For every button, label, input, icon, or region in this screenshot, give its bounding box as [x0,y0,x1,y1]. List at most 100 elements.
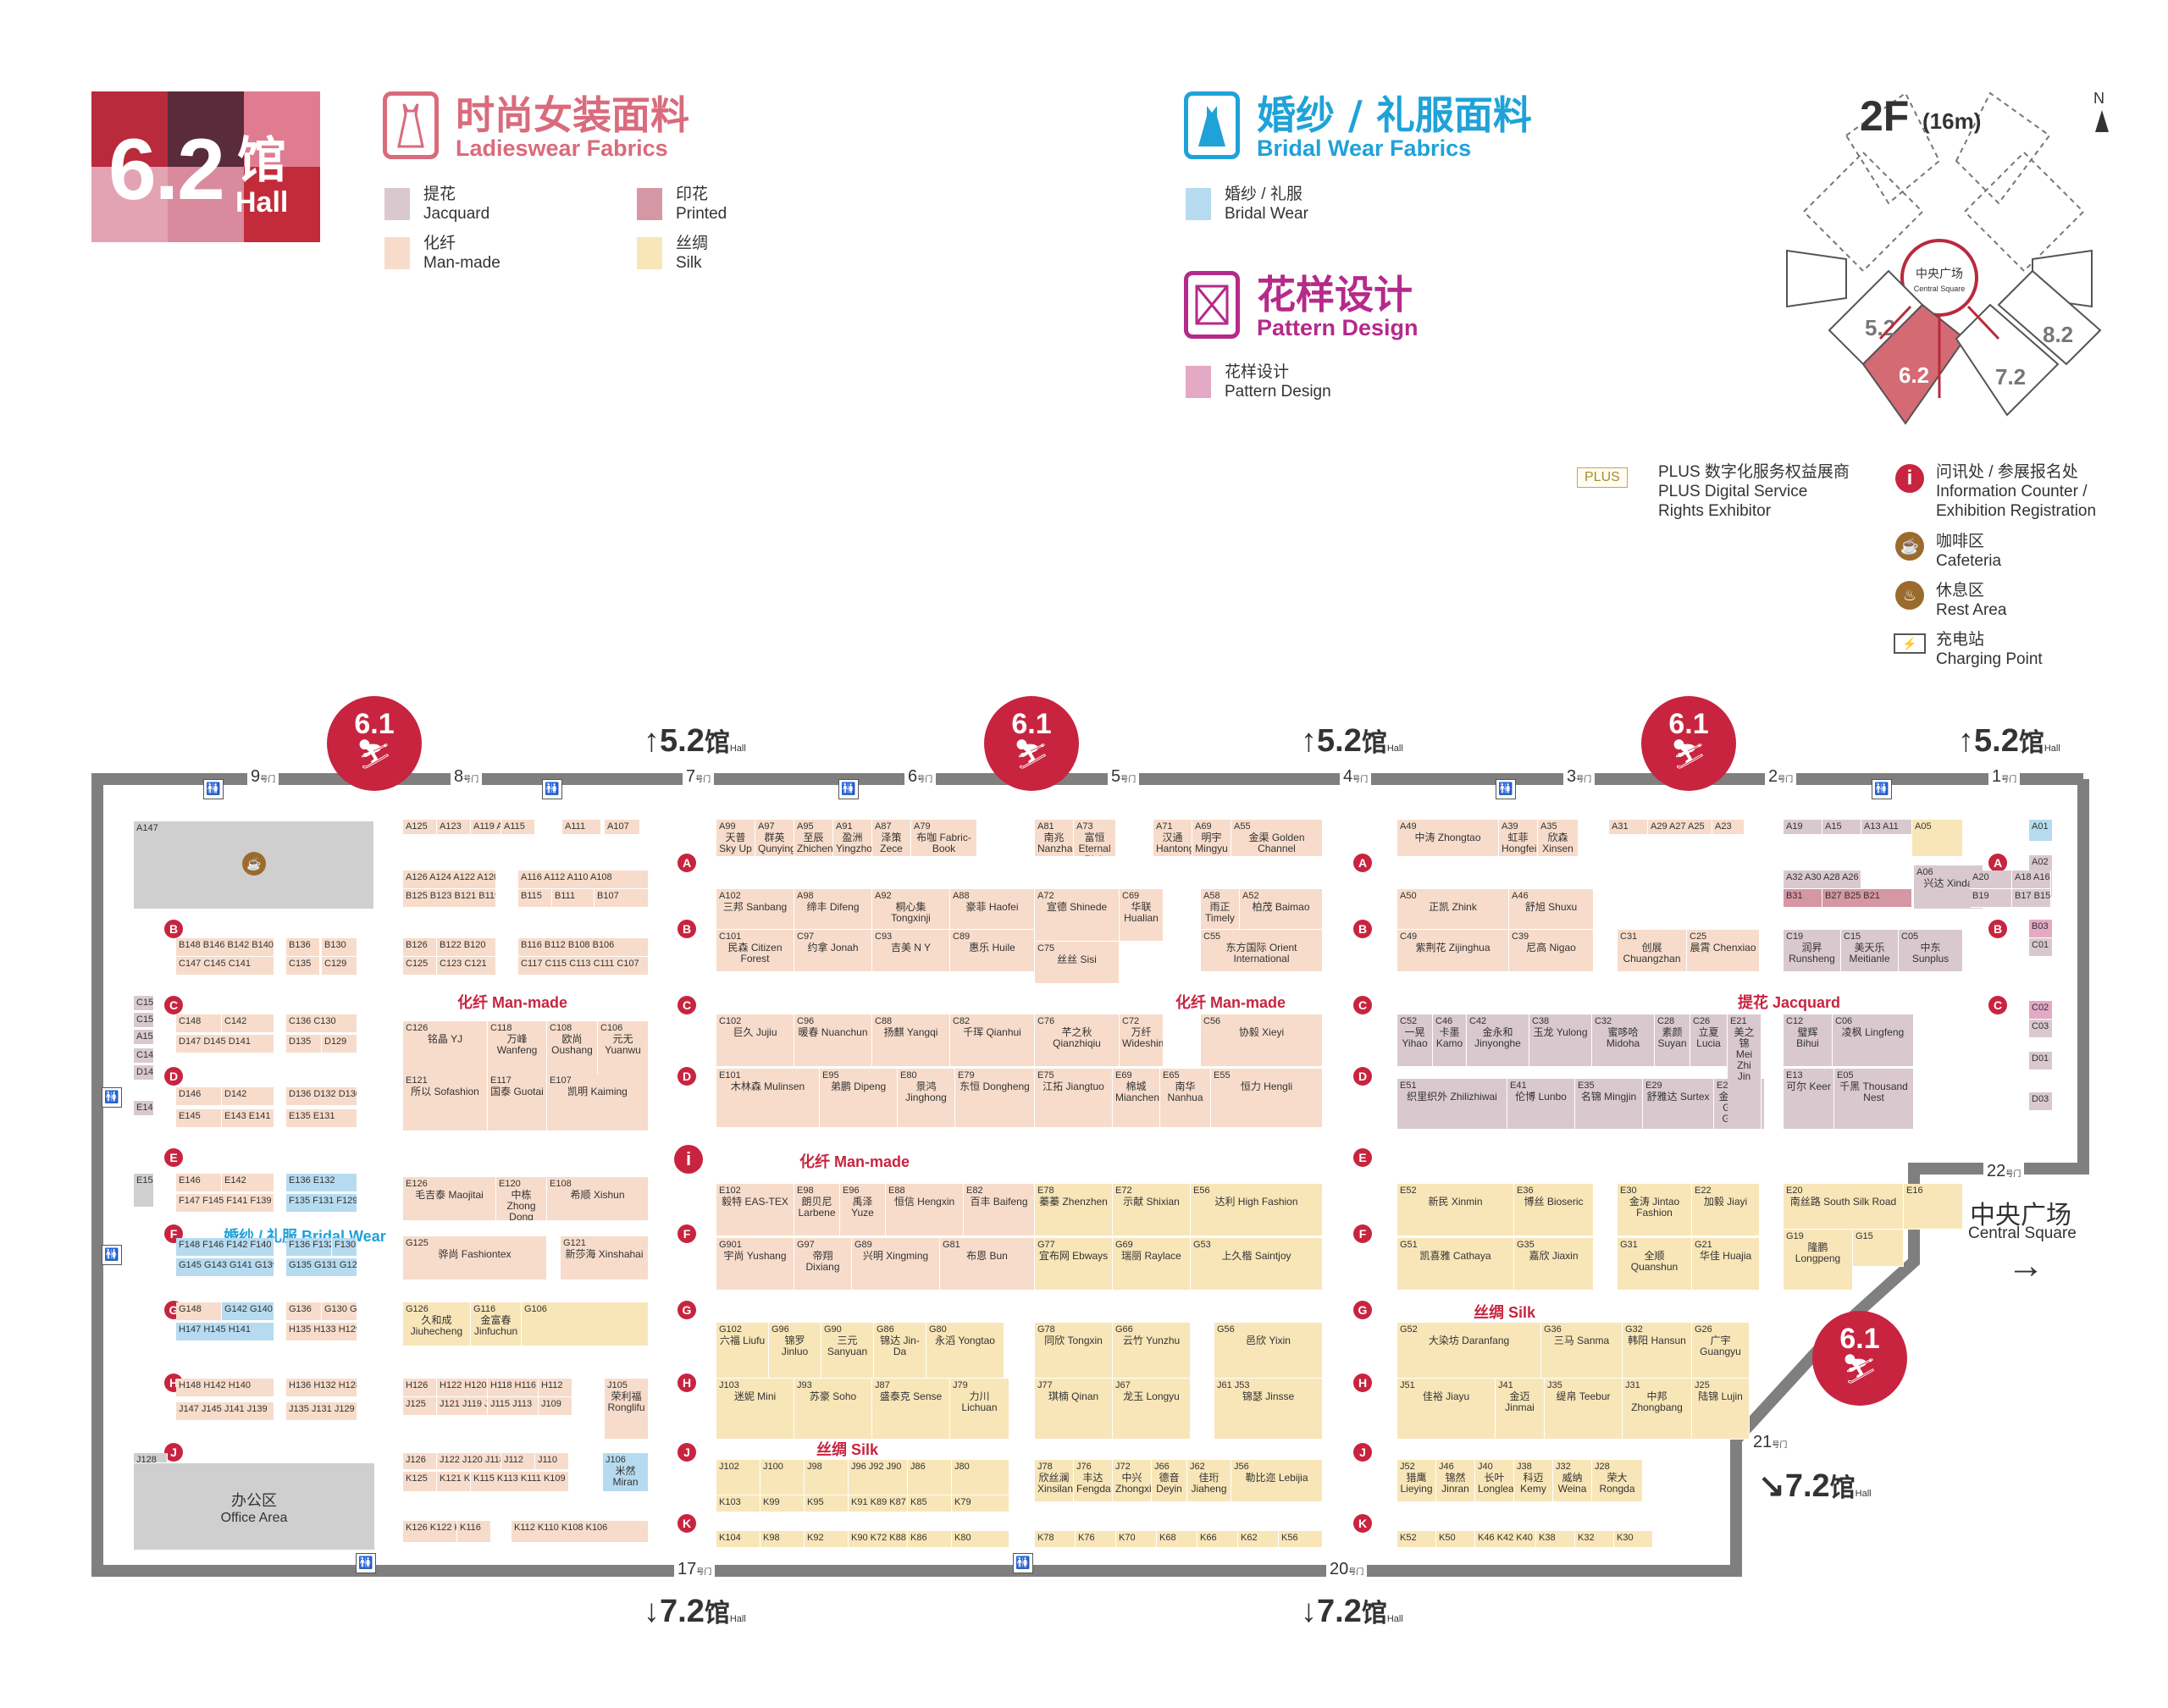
booth-j135[interactable]: J135 J131 J129 J127 [286,1402,357,1421]
booth-j122[interactable]: J122 J120 J118 J116 [437,1453,501,1470]
booth-j80[interactable]: J80 [952,1460,1009,1495]
booth-b116[interactable]: B116 B112 B108 B106 [518,938,649,957]
booth-c135[interactable]: C135 [286,957,320,976]
booth-h148[interactable]: H148 H142 H140 [176,1379,274,1397]
gate-1[interactable]: 1号门 [1988,767,2021,787]
booth-k95[interactable]: K95 [805,1495,849,1512]
booth-g142[interactable]: G142 G140 [222,1302,274,1321]
gate-22[interactable]: 22号门 [1983,1162,2025,1181]
to-hall-72-3[interactable]: ↘7.2馆Hall [1758,1468,1872,1504]
booth-d135[interactable]: D135 [286,1035,322,1053]
booth-a18[interactable]: A18 A16 A12 A10 [2012,871,2051,889]
booth-k30[interactable]: K30 [1614,1531,1653,1548]
booth-j125[interactable]: J125 [403,1397,437,1416]
booth-e142[interactable]: E142 [222,1174,274,1192]
gate-3[interactable]: 3号门 [1563,767,1596,787]
booth-k79[interactable]: K79 [952,1495,1009,1512]
booth-a31[interactable]: A31 [1609,820,1648,835]
booth-k56[interactable]: K56 [1279,1531,1323,1548]
booth-k99[interactable]: K99 [760,1495,805,1512]
gate-7[interactable]: 7号门 [683,767,715,787]
booth-h147[interactable]: H147 H145 H141 [176,1323,274,1341]
booth-j102[interactable]: J102 [716,1460,760,1495]
booth-k98[interactable]: K98 [760,1531,805,1548]
booth-c02[interactable]: C02 [2029,1001,2053,1020]
gate-8[interactable]: 8号门 [451,767,483,787]
booth-j128[interactable]: J128 [134,1453,168,1463]
booth-k86[interactable]: K86 [908,1531,952,1548]
booth-h112[interactable]: H112 [539,1379,572,1397]
booth-g148[interactable]: G148 [176,1302,222,1321]
booth-f136[interactable]: F136 F132 [286,1238,332,1257]
booth-k85[interactable]: K85 [908,1495,952,1512]
booth-a29[interactable]: A29 A27 A25 [1648,820,1712,835]
booth-d146[interactable]: D146 [176,1087,222,1106]
booth-h136[interactable]: H136 H132 H128 [286,1379,357,1397]
booth-j115[interactable]: J115 J113 [488,1397,539,1416]
booth-a05[interactable]: A05 [1912,820,1963,857]
booth-k66[interactable]: K66 [1197,1531,1238,1548]
booth-f130[interactable]: F130 [332,1238,357,1257]
to-hall-52-3[interactable]: ↑5.2馆Hall [1958,723,2060,759]
booth-k46[interactable]: K46 K42 K40 [1475,1531,1536,1548]
booth-j96[interactable]: J96 J92 J90 [849,1460,908,1495]
booth-a126[interactable]: A126 A124 A122 A120 [403,871,496,889]
booth-a125[interactable]: A125 [403,820,437,835]
booth-k112[interactable]: K112 K110 K108 K106 [512,1521,649,1543]
booth-b17[interactable]: B17 B15 B11 B09 [2012,889,2051,908]
booth-k52[interactable]: K52 [1397,1531,1436,1548]
booth-j147[interactable]: J147 J145 J141 J139 [176,1402,274,1421]
booth-k92[interactable]: K92 [805,1531,849,1548]
gate-17[interactable]: 17号门 [674,1560,716,1579]
